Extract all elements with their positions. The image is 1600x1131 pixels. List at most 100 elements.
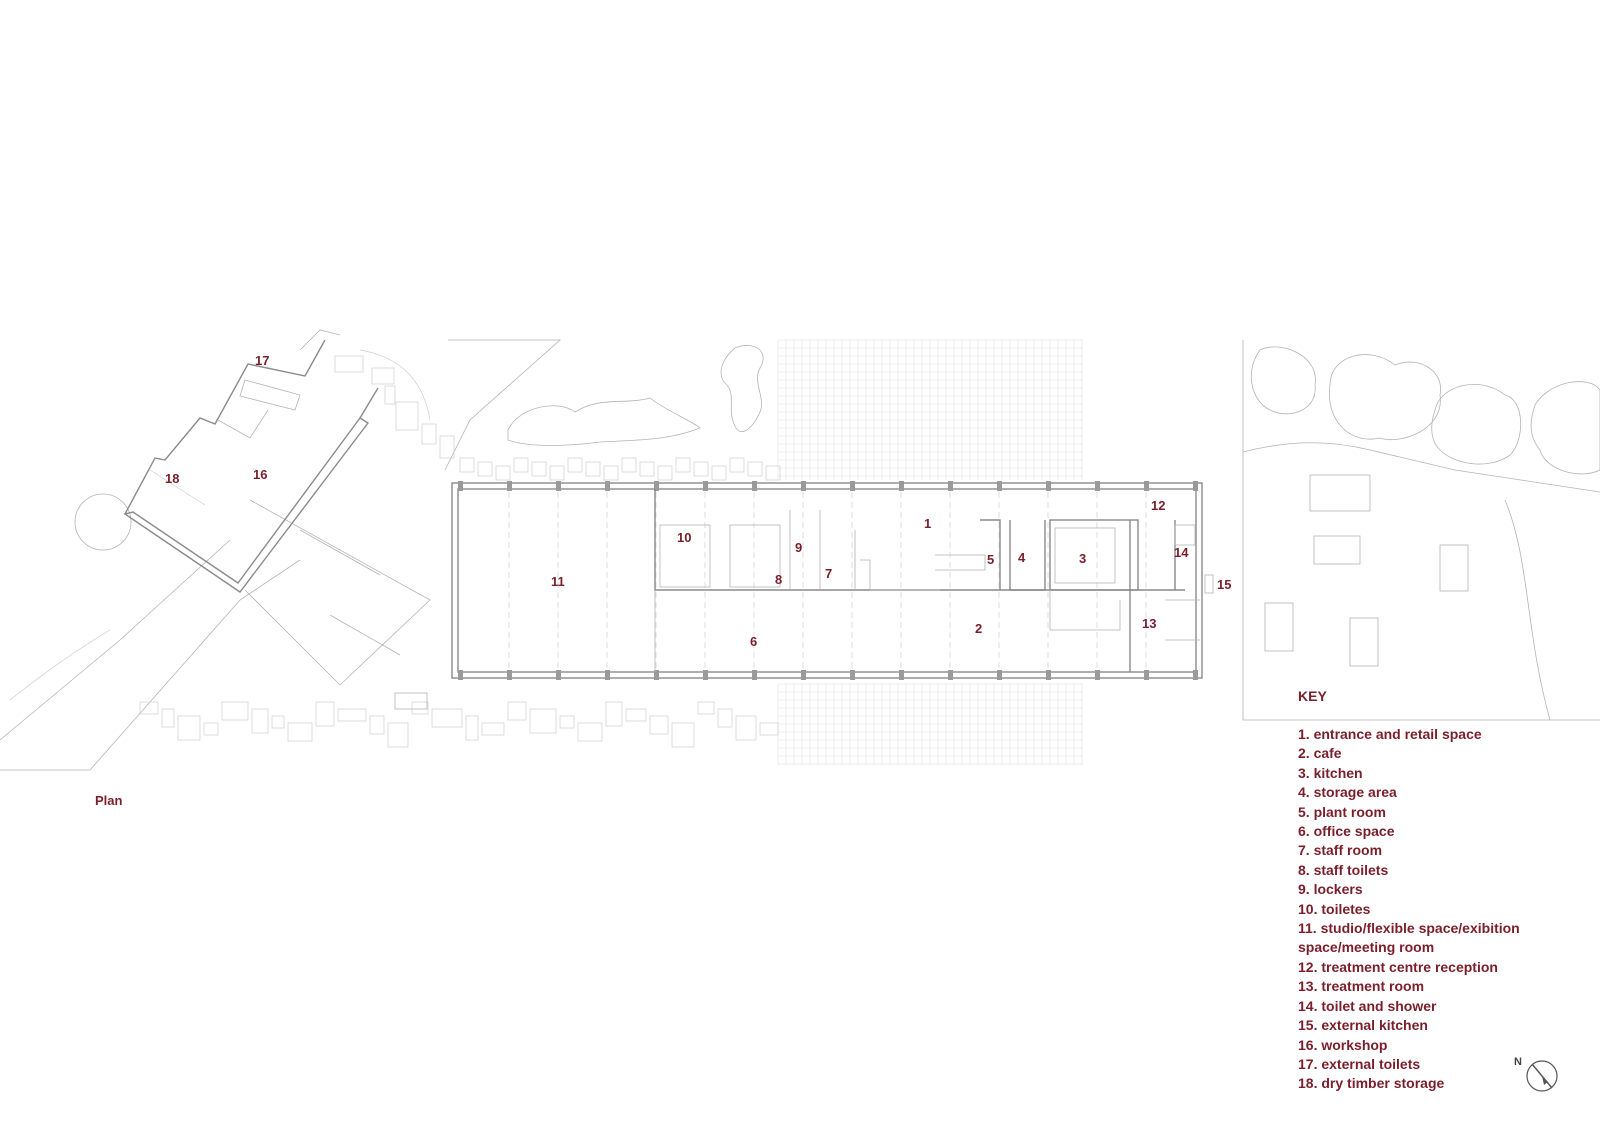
plan-caption: Plan	[95, 793, 123, 808]
column	[507, 481, 512, 491]
paving-block	[649, 715, 669, 735]
key-item: 5. plant room	[1298, 803, 1386, 820]
room-label-8: 8	[775, 572, 782, 587]
key-item: 3. kitchen	[1298, 764, 1363, 781]
key-item: 11. studio/flexible space/exibition spac…	[1298, 920, 1520, 956]
room-label-13: 13	[1142, 616, 1156, 631]
structural-columns	[458, 481, 1198, 680]
paving-block	[577, 722, 603, 742]
column	[654, 481, 659, 491]
paving-block	[177, 715, 201, 741]
paving-block	[531, 461, 547, 477]
key-item: 13. treatment room	[1298, 978, 1425, 995]
column	[507, 670, 512, 680]
room-label-11: 11	[551, 574, 565, 589]
north-label: N	[1514, 1056, 1522, 1068]
key-item: 16. workshop	[1298, 1036, 1388, 1053]
paving-blocks-south	[139, 692, 779, 748]
paved-grid-south	[777, 683, 1083, 766]
paving-block	[477, 461, 493, 477]
room-label-15: 15	[1217, 577, 1231, 592]
column	[801, 670, 806, 680]
paving-block	[481, 722, 505, 736]
paving-block	[203, 722, 219, 736]
column	[1144, 670, 1149, 680]
paving-block	[621, 457, 637, 473]
paving-block	[747, 461, 763, 477]
paving-block	[735, 715, 757, 741]
column	[1046, 481, 1051, 491]
paving-block	[603, 465, 619, 481]
landscape-left	[0, 339, 562, 771]
key-item: 17. external toilets	[1298, 1055, 1421, 1072]
paving-block	[495, 465, 511, 481]
key-item: 6. office space	[1298, 823, 1395, 840]
room-label-4: 4	[1018, 550, 1026, 565]
workshop-building	[123, 329, 379, 593]
room-label-1: 1	[924, 516, 931, 531]
column	[703, 481, 708, 491]
paving-block	[369, 715, 385, 735]
key-item: 1. entrance and retail space	[1298, 726, 1482, 742]
room-label-14: 14	[1174, 545, 1189, 560]
paving-block	[337, 708, 367, 722]
paving-block	[625, 708, 647, 722]
key-item: 8. staff toilets	[1298, 861, 1389, 878]
paved-grid-north	[777, 339, 1083, 480]
key-item: 4. storage area	[1298, 784, 1397, 801]
room-label-12: 12	[1151, 498, 1165, 513]
key-list: 1. entrance and retail space 2. cafe 3. …	[1298, 725, 1558, 1094]
key-item: 14. toilet and shower	[1298, 997, 1437, 1014]
key-item: 2. cafe	[1298, 745, 1342, 762]
column	[556, 481, 561, 491]
paving-block	[529, 708, 557, 734]
paving-block	[759, 722, 779, 736]
main-building	[451, 481, 1214, 680]
paving-block	[139, 701, 159, 715]
column	[899, 481, 904, 491]
landscape-east	[1242, 340, 1600, 721]
column	[997, 670, 1002, 680]
column	[1193, 670, 1198, 680]
paving-block	[394, 692, 428, 710]
room-label-9: 9	[795, 540, 802, 555]
column	[997, 481, 1002, 491]
column	[801, 481, 806, 491]
paving-block	[549, 465, 565, 481]
paving-block	[697, 701, 715, 715]
paving-block	[411, 701, 429, 715]
paving-block	[765, 465, 781, 481]
key-title: KEY	[1298, 688, 1327, 704]
room-label-17: 17	[255, 353, 269, 368]
column	[850, 670, 855, 680]
room-label-3: 3	[1079, 551, 1086, 566]
paving-block	[507, 701, 527, 721]
paving-block	[567, 457, 583, 473]
paving-block	[161, 708, 175, 728]
key-item: 12. treatment centre reception	[1298, 958, 1498, 975]
paving-block	[387, 722, 409, 748]
paving-block	[657, 465, 673, 481]
column	[1095, 670, 1100, 680]
room-label-6: 6	[750, 634, 757, 649]
column	[1144, 481, 1149, 491]
paving-block	[639, 461, 655, 477]
room-label-16: 16	[253, 467, 267, 482]
key-item: 10. toiletes	[1298, 900, 1371, 917]
room-label-5: 5	[987, 552, 994, 567]
column	[948, 481, 953, 491]
key-item: 18. dry timber storage	[1298, 1075, 1445, 1092]
key-item: 7. staff room	[1298, 842, 1383, 859]
paving-block	[675, 457, 691, 473]
column	[605, 481, 610, 491]
column	[1046, 670, 1051, 680]
column	[654, 670, 659, 680]
column	[752, 670, 757, 680]
column	[703, 670, 708, 680]
paving-block	[271, 715, 285, 729]
paving-block	[585, 461, 601, 477]
column	[556, 670, 561, 680]
paving-block	[431, 708, 463, 728]
